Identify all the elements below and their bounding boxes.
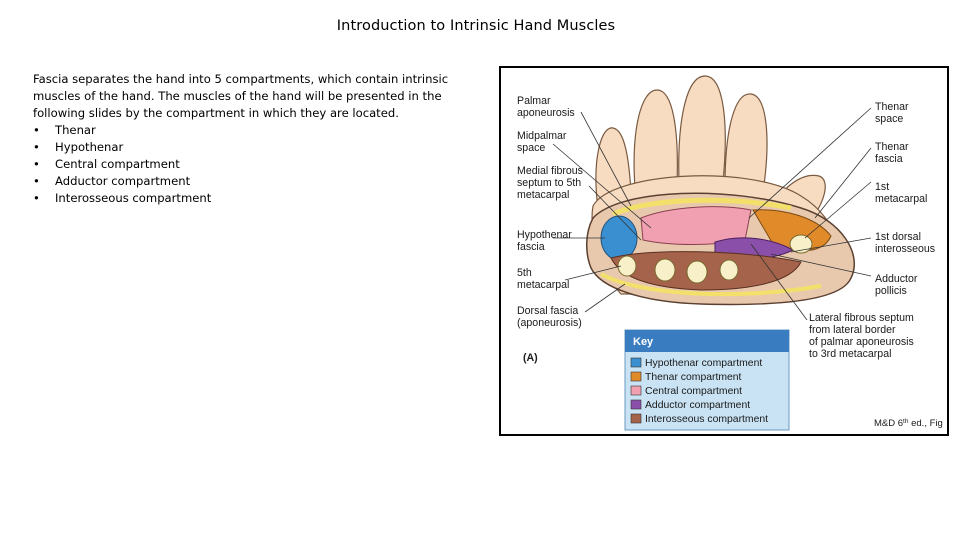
compartment-list: •Thenar •Hypothenar •Central compartment… — [33, 122, 473, 207]
bullet-icon: • — [33, 174, 40, 188]
key-swatch-adductor — [630, 399, 642, 410]
key-label-hypothenar: Hypothenar compartment — [645, 358, 762, 369]
list-item: •Adductor compartment — [33, 174, 191, 188]
bullet-icon: • — [33, 123, 40, 137]
key-swatch-central — [630, 385, 642, 396]
list-item: •Hypothenar — [33, 140, 124, 154]
key-label-adductor: Adductor compartment — [645, 400, 750, 411]
list-item: •Interosseous compartment — [33, 191, 212, 205]
intro-paragraph: Fascia separates the hand into 5 compart… — [33, 72, 449, 120]
key-label-thenar: Thenar compartment — [645, 372, 742, 383]
list-item: •Central compartment — [33, 157, 180, 171]
bullet-icon: • — [33, 157, 40, 171]
slide-title: Introduction to Intrinsic Hand Muscles — [336, 18, 616, 34]
slide-body: Fascia separates the hand into 5 compart… — [33, 71, 473, 207]
list-item: •Thenar — [33, 123, 96, 137]
key-label-interosseous: Interosseous compartment — [645, 414, 768, 425]
key-swatch-hypothenar — [630, 357, 642, 368]
key-legend: Key Hypothenar compartment Thenar compar… — [624, 329, 790, 431]
key-label-central: Central compartment — [645, 386, 742, 397]
panel-label: (A) — [523, 352, 538, 364]
bullet-icon: • — [33, 140, 40, 154]
bullet-icon: • — [33, 191, 40, 205]
figure-credit: M&D 6th ed., Fig — [874, 418, 943, 429]
key-title: Key — [633, 336, 654, 348]
label-dorsal-fascia: Dorsal fascia(aponeurosis) — [517, 305, 582, 329]
key-swatch-thenar — [630, 371, 642, 382]
metacarpal-bones — [617, 234, 813, 284]
key-swatch-interosseous — [630, 413, 642, 424]
hypothenar-region — [600, 215, 638, 261]
